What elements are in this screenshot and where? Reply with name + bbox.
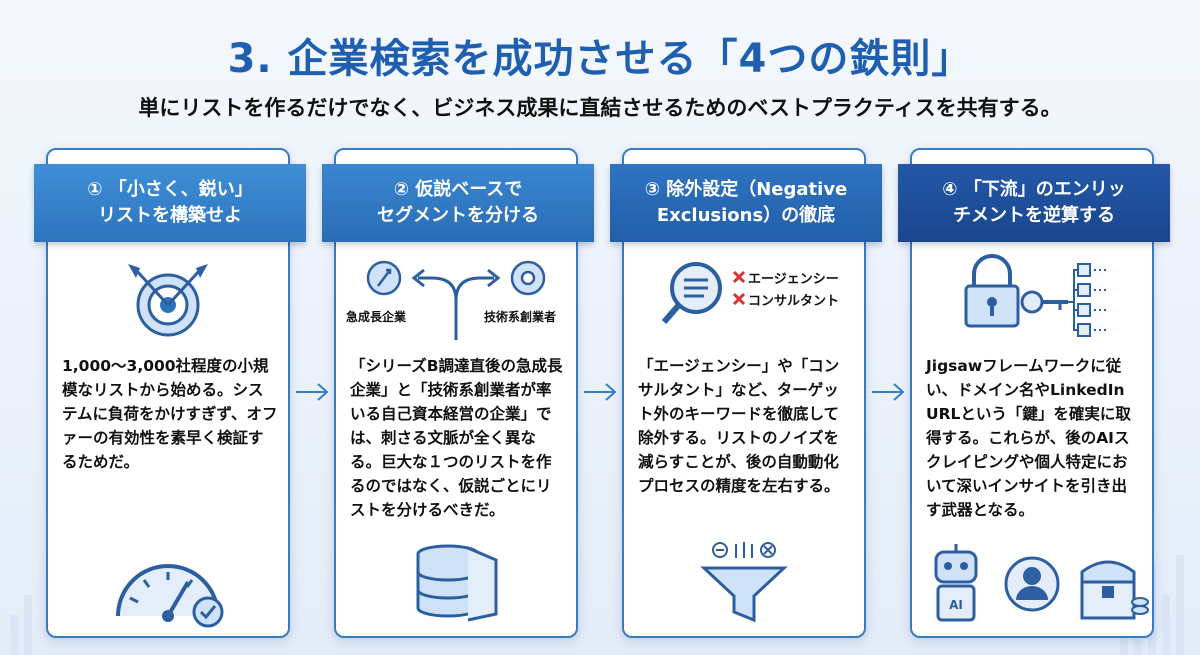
card-title-line1: ③ 除外設定（Negative — [644, 179, 848, 200]
database-split-icon — [416, 544, 498, 622]
card-title-line1: ① 「小さく、鋭い」 — [87, 179, 253, 200]
card-title-line1: ④ 「下流」のエンリッ — [942, 179, 1126, 200]
robot-icon: AI — [934, 544, 978, 622]
page-subtitle: 単にリストを作るだけでなく、ビジネス成果に直結させるためのベストプラクティスを共… — [138, 96, 1062, 120]
segment-label-right: 技術系創業者 — [484, 310, 557, 324]
card-header-4: ④ 「下流」のエンリッ チメントを逆算する — [898, 164, 1170, 242]
page-title: 3. 企業検索を成功させる「4つの鉄則」 — [227, 36, 973, 82]
segment-label-left: 急成長企業 — [346, 310, 407, 324]
card-body-4: Jigsawフレームワークに従い、ドメイン名やLinkedIn URLという「鍵… — [926, 357, 1131, 519]
card-title-line1: ② 仮説ベースで — [393, 179, 523, 200]
robot-label: AI — [949, 598, 963, 612]
card-title-line2: Exclusions）の徹底 — [656, 205, 836, 226]
right-arrow-icon — [872, 383, 905, 401]
exclude-keyword-2: コンサルタント — [748, 294, 840, 309]
rule-card-2: ② 仮説ベースで セグメントを分ける 急成長企業 技術系創業者 「シリーズB調達… — [322, 148, 594, 638]
card-body-3: 「エージェンシー」や「コンサルタント」など、ターゲット外のキーワードを徹底して除… — [638, 357, 840, 495]
rule-card-4: ④ 「下流」のエンリッ チメントを逆算する Jigsawフレームワークに従い、ド… — [898, 148, 1170, 638]
card-body-1: 1,000〜3,000社程度の小規模なリストから始める。システムに負荷をかけすぎ… — [62, 357, 278, 471]
rule-card-3: ③ 除外設定（Negative Exclusions）の徹底 エージェンシー コ… — [610, 148, 882, 638]
card-body-2: 「シリーズB調達直後の急成長企業」と「技術系創業者が率いる自己資本経営の企業」で… — [350, 357, 563, 519]
card-header-3: ③ 除外設定（Negative Exclusions）の徹底 — [610, 164, 882, 242]
exclude-keyword-1: エージェンシー — [748, 272, 839, 287]
magnifier-list-icon — [661, 262, 746, 324]
card-title-line2: チメントを逆算する — [952, 205, 1115, 226]
cross-mark-icon — [732, 270, 746, 306]
robot-person-treasure-icon: AI — [934, 544, 1149, 622]
treasure-chest-icon — [1080, 560, 1149, 620]
right-arrow-icon — [296, 383, 329, 401]
card-header-1: ① 「小さく、鋭い」 リストを構築せよ — [34, 164, 306, 242]
right-arrow-icon — [584, 383, 617, 401]
person-icon — [1004, 556, 1060, 612]
card-title-line2: リストを構築せよ — [97, 205, 242, 226]
card-title-line2: セグメントを分ける — [377, 205, 539, 226]
card-header-2: ② 仮説ベースで セグメントを分ける — [322, 164, 594, 242]
lock-key-network-icon — [964, 254, 1108, 337]
target-arrows-icon — [128, 264, 208, 337]
split-arrow-icon — [366, 260, 546, 340]
speedometer-check-icon — [116, 564, 224, 628]
funnel-filter-icon — [700, 542, 788, 623]
rule-card-1: ① 「小さく、鋭い」 リストを構築せよ 1,000〜3,000社程度の小規模なリ… — [34, 148, 306, 638]
